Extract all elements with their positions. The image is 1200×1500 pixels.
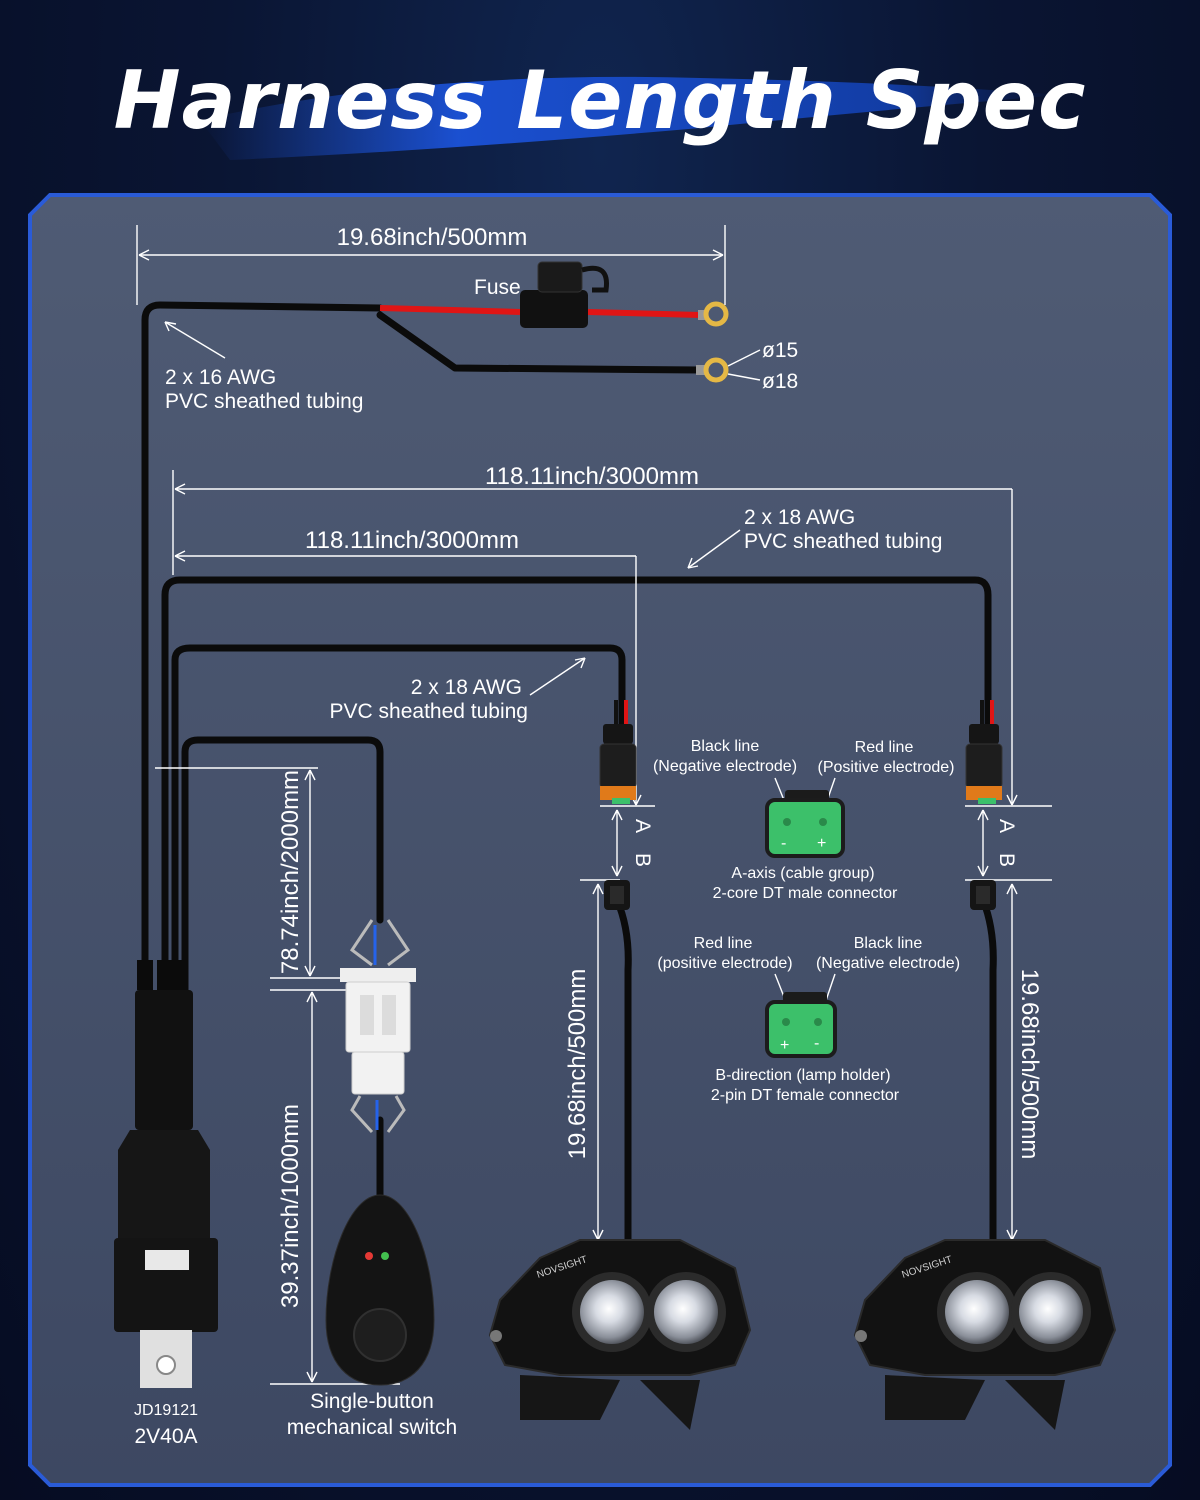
dt-female-connector-left xyxy=(604,880,630,910)
relay-rating-label: 2V40A xyxy=(134,1425,197,1448)
wire-run-right-lamp xyxy=(161,576,992,994)
title-area: Harness Length Spec xyxy=(114,54,1087,160)
connector-b-detail: Red line (positive electrode) Black line… xyxy=(657,935,960,1104)
brush-stroke-decoration xyxy=(200,76,1060,160)
dim-long-run-1-label: 118.11inch/3000mm xyxy=(485,463,699,490)
relay xyxy=(114,960,218,1388)
connector-b-right-line2: (Negative electrode) xyxy=(816,955,960,972)
ring-18-label: ø18 xyxy=(762,370,798,393)
ground-wire xyxy=(376,311,704,374)
dimension-lamp-right: 19.68inch/500mm xyxy=(995,883,1043,1244)
axis-a-right: A xyxy=(995,819,1018,833)
connector-b-pin-right: - xyxy=(814,1035,819,1052)
connector-b-left-line2: (positive electrode) xyxy=(657,955,792,972)
main-power-wire xyxy=(141,301,384,994)
connector-b-right-line1: Black line xyxy=(854,935,923,952)
wiring xyxy=(141,301,997,1244)
page-title: Harness Length Spec xyxy=(114,54,1087,147)
dim-switch-tail-label: 39.37inch/1000mm xyxy=(277,1104,304,1308)
ab-gap-right: A B xyxy=(965,805,1052,881)
awg16-line1: 2 x 16 AWG xyxy=(165,366,276,389)
dt-female-connector-right xyxy=(970,880,996,910)
connector-a-left-line2: (Negative electrode) xyxy=(653,758,797,775)
dt-male-connector-left xyxy=(599,724,637,804)
awg18-top-callout: 2 x 18 AWG PVC sheathed tubing xyxy=(687,506,942,569)
ring-terminal-top xyxy=(698,301,729,327)
dim-lamp-right-label: 19.68inch/500mm xyxy=(1016,969,1043,1160)
dim-switch-lead-label: 78.74inch/2000mm xyxy=(277,770,304,974)
connector-b-pin-left: + xyxy=(780,1037,789,1054)
lamp-right: NOVSIGHT xyxy=(853,1239,1117,1430)
switch-label-line1: Single-button xyxy=(310,1390,434,1413)
axis-b-right: B xyxy=(995,853,1018,867)
awg18-mid-line1: 2 x 18 AWG xyxy=(411,676,522,699)
connector-a-caption1: A-axis (cable group) xyxy=(731,865,874,882)
switch-label-line2: mechanical switch xyxy=(287,1416,457,1439)
dim-long-run-2-label: 118.11inch/3000mm xyxy=(305,527,519,554)
lamp-left: NOVSIGHT xyxy=(488,1239,752,1430)
ab-gap-left: A B xyxy=(580,805,655,881)
awg16-callout: 2 x 16 AWG PVC sheathed tubing xyxy=(164,321,363,413)
dimension-long-run-1: 118.11inch/3000mm xyxy=(172,463,1018,806)
fuse-label: Fuse xyxy=(474,276,521,299)
dim-lamp-left-label: 19.68inch/500mm xyxy=(564,969,591,1160)
awg18-mid-callout: 2 x 18 AWG PVC sheathed tubing xyxy=(330,657,586,723)
ring-15-label: ø15 xyxy=(762,339,798,362)
awg18-top-line1: 2 x 18 AWG xyxy=(744,506,855,529)
connector-a-face xyxy=(765,798,845,858)
fuse-holder xyxy=(520,261,609,328)
dimension-lamp-left: 19.68inch/500mm xyxy=(564,883,630,1244)
connector-a-left-line1: Black line xyxy=(691,738,760,755)
connector-b-face xyxy=(765,1000,837,1058)
awg16-line2: PVC sheathed tubing xyxy=(165,390,363,413)
connector-b-caption1: B-direction (lamp holder) xyxy=(715,1067,890,1084)
red-wire-fuse xyxy=(379,305,521,315)
diagram-panel xyxy=(28,193,1172,1487)
switch-button xyxy=(325,1194,435,1386)
connector-a-pin-left: - xyxy=(781,835,786,852)
connector-a-right-line2: (Positive electrode) xyxy=(818,759,955,776)
dimension-switch-tail: 39.37inch/1000mm xyxy=(270,989,400,1385)
axis-a-left: A xyxy=(631,819,654,833)
awg18-mid-line2: PVC sheathed tubing xyxy=(330,700,528,723)
wire-run-switch xyxy=(181,736,384,994)
connector-b-left-line1: Red line xyxy=(694,935,753,952)
awg18-top-line2: PVC sheathed tubing xyxy=(744,530,942,553)
connector-a-caption2: 2-core DT male connector xyxy=(713,885,898,902)
connector-b-caption2: 2-pin DT female connector xyxy=(711,1087,900,1104)
connector-a-pin-right: + xyxy=(817,835,826,852)
axis-b-left: B xyxy=(631,853,654,867)
red-wire-ring xyxy=(587,309,701,318)
connector-a-right-line1: Red line xyxy=(855,739,914,756)
dim-top-label: 19.68inch/500mm xyxy=(337,224,528,251)
dimension-top: 19.68inch/500mm xyxy=(136,224,726,305)
connector-a-detail: Black line (Negative electrode) Red line… xyxy=(653,738,955,902)
dimension-long-run-2: 118.11inch/3000mm xyxy=(174,527,642,806)
ring-terminal-bottom xyxy=(696,357,729,383)
dt-male-connector-right xyxy=(965,724,1003,804)
switch-plug xyxy=(340,919,416,1134)
relay-model-label: JD19121 xyxy=(134,1402,198,1419)
wire-run-left-lamp xyxy=(171,644,626,994)
